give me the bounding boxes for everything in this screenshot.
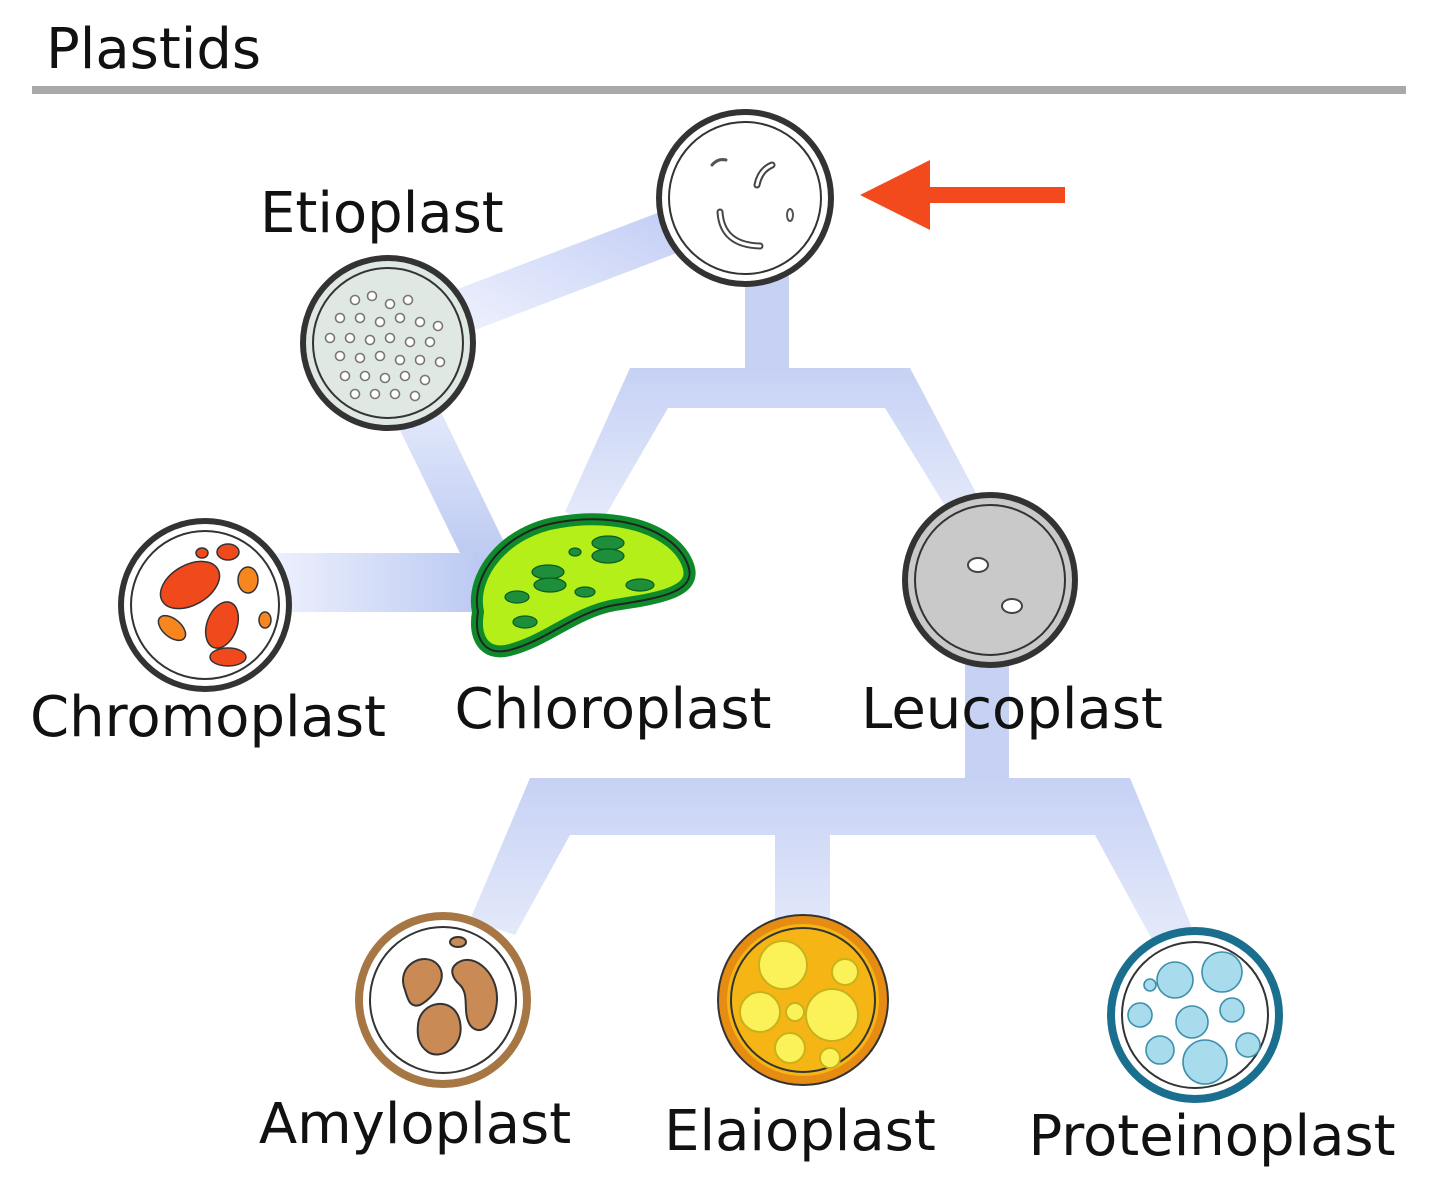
connector-branch-top [565,368,985,525]
etioplast-label: Etioplast [260,181,504,246]
elaioplast-label: Elaioplast [664,1099,936,1164]
proplastid-membrane [656,109,834,287]
proteinoplast [1107,927,1283,1103]
chloroplast-envelope [470,513,696,658]
elaioplast [717,914,889,1086]
leucoplast-membrane [902,492,1078,668]
chloroplast-label: Chloroplast [454,677,771,742]
page-title: Plastids [46,17,261,82]
connector-proplastid-etioplast [455,212,690,330]
etioplast-membrane [300,255,476,431]
proplastid [656,109,834,287]
connector-branch-bottom [470,778,1195,945]
chromoplast [118,518,292,692]
proteinoplast-label: Proteinoplast [1028,1104,1395,1169]
connector-lines [270,212,1195,945]
chloroplast [470,513,696,658]
left-arrow-icon [860,160,1065,230]
etioplast [300,255,476,431]
connector-leucoplast-stem [965,665,1009,795]
amyloplast-membrane [355,912,531,1088]
leucoplast [902,492,1078,668]
title-divider [32,86,1406,94]
leucoplast-label: Leucoplast [861,677,1163,742]
chromoplast-membrane [118,518,292,692]
connector-etioplast-chloroplast [395,410,520,590]
amyloplast [355,912,531,1088]
chromoplast-label: Chromoplast [30,685,386,750]
connector-chromoplast-chloroplast [270,553,478,612]
amyloplast-label: Amyloplast [259,1092,571,1157]
